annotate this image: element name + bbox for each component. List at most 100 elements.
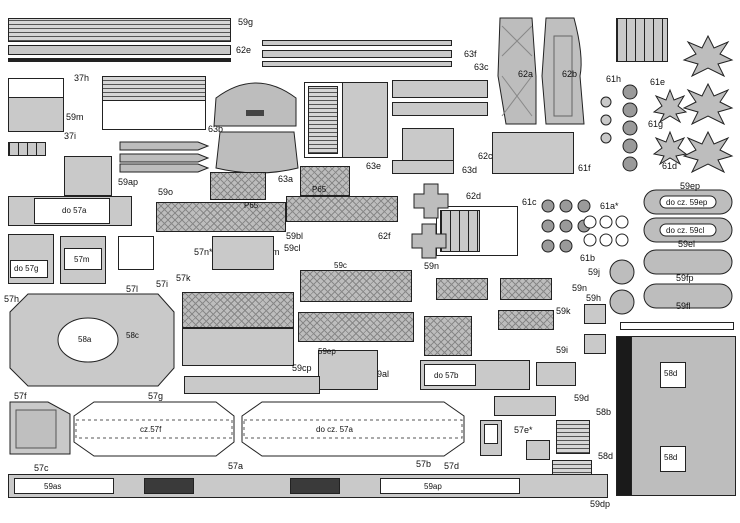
label-61d: 61d — [662, 161, 678, 171]
label-58d: 58d — [598, 451, 614, 461]
part-63e-list — [308, 86, 338, 154]
part-63f-strip-a — [262, 40, 452, 46]
part-62c — [492, 132, 574, 174]
label-61g: 61g — [648, 119, 664, 129]
label-59o: 59o — [158, 187, 174, 197]
part-62f-crosses — [411, 183, 449, 259]
inlabel-59c: 59c — [334, 261, 347, 270]
label-57d: 57d — [444, 461, 460, 471]
inlabel-do57g: do 57g — [14, 264, 39, 273]
part-do57b-top — [424, 316, 472, 356]
part-57k-body — [182, 328, 294, 366]
label-59dp: 59dp — [590, 499, 611, 509]
part-61a-rings — [583, 215, 629, 247]
part-58b-label-box — [660, 362, 686, 388]
label-61e: 61e — [650, 77, 666, 87]
part-59bl-top — [300, 166, 350, 196]
part-top-strip-right — [620, 322, 734, 330]
inlabel-58c: 58c — [126, 331, 139, 340]
part-59n-small — [436, 278, 488, 300]
label-59h: 59h — [586, 293, 602, 303]
part-59as-window-b — [290, 478, 340, 494]
inlabel-P65: P65 — [244, 201, 259, 210]
label-59n2: 59n — [572, 283, 588, 293]
label-59cl: 59cl — [284, 243, 301, 253]
part-63f-strip-c — [262, 61, 452, 67]
label-62a: 62a — [518, 69, 534, 79]
label-57c: 57c — [34, 463, 49, 473]
part-59as-window-a — [144, 478, 194, 494]
label-59j: 59j — [588, 267, 601, 277]
part-59d-a — [536, 362, 576, 386]
part-59ap — [64, 156, 112, 196]
label-63a: 63a — [278, 174, 294, 184]
label-57l: 57l — [126, 284, 139, 294]
part-59ep-capsules — [643, 189, 733, 309]
part-57c-hull — [73, 401, 235, 457]
part-58a-hull — [9, 293, 175, 387]
part-63d-b — [392, 160, 454, 174]
label-63f: 63f — [464, 49, 477, 59]
part-57m-inner — [64, 248, 102, 270]
label-61h: 61h — [606, 74, 622, 84]
part-59as-white-a — [14, 478, 114, 494]
inlabel-do57b: do 57b — [434, 371, 459, 380]
part-57n-box — [212, 236, 274, 270]
label-62c: 62c — [478, 151, 493, 161]
label-59m: 59m — [66, 112, 84, 122]
label-61b: 61b — [580, 253, 596, 263]
label-59k: 59k — [556, 306, 571, 316]
label-57k: 57k — [176, 273, 191, 283]
part-63f-strip-b — [262, 50, 452, 58]
label-59i: 59i — [556, 345, 569, 355]
inlabel-cz57f: cz.57f — [140, 425, 162, 434]
part-57e-box — [526, 440, 550, 460]
part-59g-strip — [8, 18, 231, 42]
label-57e: 57e* — [514, 425, 533, 435]
part-57f-shape — [9, 401, 71, 455]
part-59i-box-b — [584, 334, 606, 354]
label-62e: 62e — [236, 45, 252, 55]
part-do57a-inner — [34, 198, 110, 224]
label-63c: 63c — [474, 62, 489, 72]
inlabel-59ap2: 59ap — [424, 482, 442, 491]
label-58b: 58b — [596, 407, 612, 417]
part-37h-top — [8, 78, 64, 98]
part-37i — [8, 142, 46, 156]
part-59d-b — [494, 396, 556, 416]
part-62a-shape — [497, 17, 537, 125]
label-57g: 57g — [148, 391, 164, 401]
part-62b-shape — [541, 17, 585, 125]
part-59as-white-b — [380, 478, 520, 494]
label-57n: 57n* — [194, 247, 213, 257]
label-62b: 62b — [562, 69, 578, 79]
part-57b-hull — [241, 401, 465, 457]
part-59m-inner — [102, 100, 206, 130]
label-59n: 59n — [424, 261, 440, 271]
label-59el: 59el — [678, 239, 696, 249]
label-59d: 59d — [574, 393, 590, 403]
label-59ap: 59ap — [118, 177, 139, 187]
inlabel-do57a: do 57a — [62, 206, 87, 215]
inlabel-58a: 58a — [78, 335, 92, 344]
label-59ep: 59ep — [680, 181, 701, 191]
inlabel-59ep: do cz. 59ep — [666, 198, 708, 207]
inlabel-59cl: do cz. 59cl — [666, 226, 705, 235]
part-57h-inner — [10, 260, 48, 278]
part-63a-dome — [215, 131, 299, 174]
part-61g-stars — [652, 88, 688, 166]
part-59n-small-b — [500, 278, 552, 300]
label-59fl: 59fl — [676, 301, 691, 311]
part-58b-deck — [616, 336, 736, 496]
inlabel-59as: 59as — [44, 482, 62, 491]
part-59bp-bar — [156, 202, 286, 232]
part-59j-rounds — [609, 259, 635, 315]
label-57h: 57h — [4, 294, 20, 304]
part-57d-inner — [484, 424, 498, 444]
part-63b-dome — [213, 82, 297, 127]
part-62e-strip-b — [8, 58, 231, 62]
inlabel-59ep2: 59ep — [318, 347, 336, 356]
part-58d-label-box — [660, 446, 686, 472]
part-63e-panel — [342, 82, 388, 158]
